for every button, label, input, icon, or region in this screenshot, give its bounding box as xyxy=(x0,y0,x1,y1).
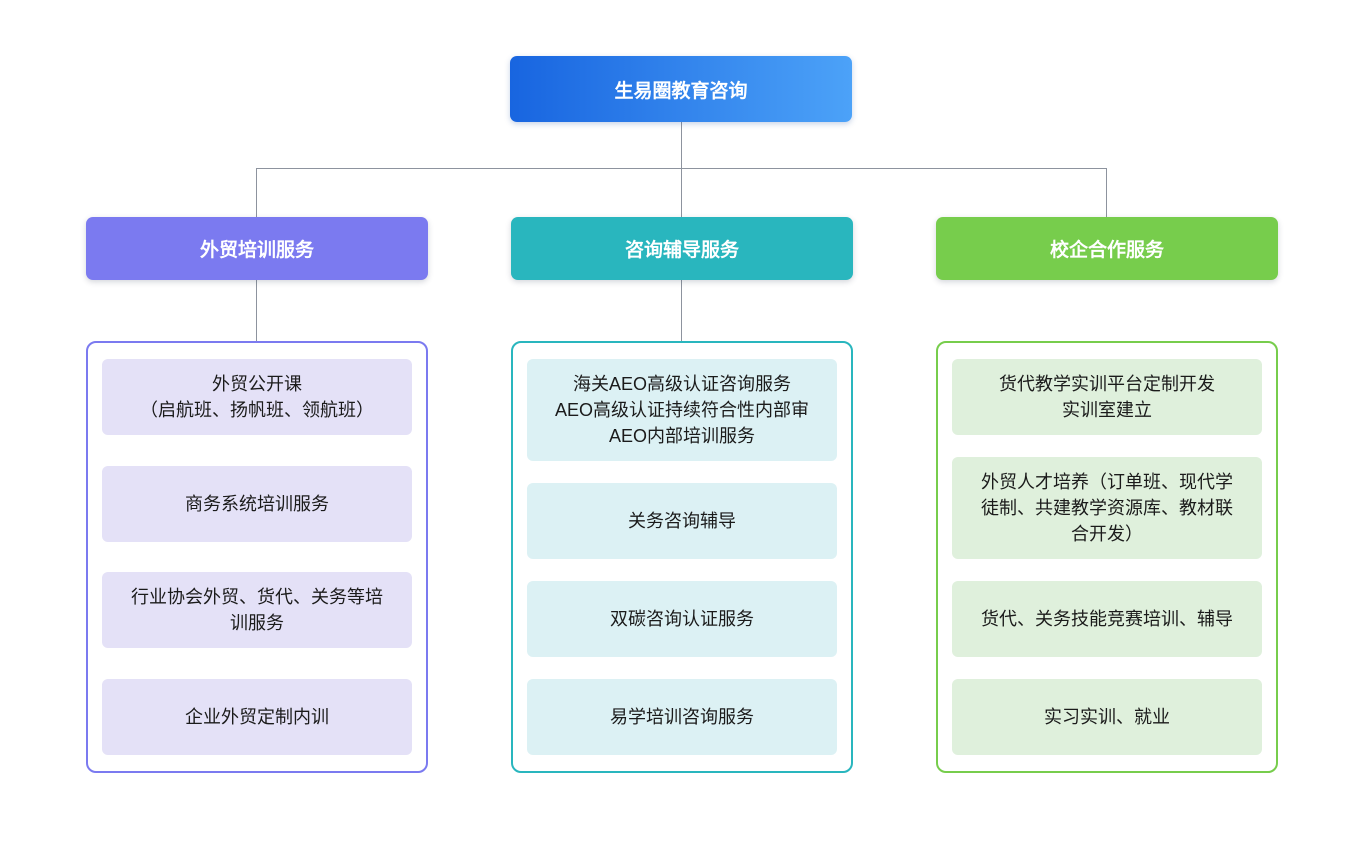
service-card: 海关AEO高级认证咨询服务 AEO高级认证持续符合性内部审 AEO内部培训服务 xyxy=(527,359,837,461)
service-card: 双碳咨询认证服务 xyxy=(527,581,837,657)
connector-left-header-to-body xyxy=(256,280,257,341)
service-card: 外贸公开课 （启航班、扬帆班、领航班） xyxy=(102,359,412,435)
service-card: 货代教学实训平台定制开发 实训室建立 xyxy=(952,359,1262,435)
service-card: 实习实训、就业 xyxy=(952,679,1262,755)
branch-body-school-enterprise-cooperation: 货代教学实训平台定制开发 实训室建立 外贸人才培养（订单班、现代学 徒制、共建教… xyxy=(936,341,1278,773)
branch-header-label: 校企合作服务 xyxy=(1049,240,1164,261)
connector-root-vertical xyxy=(681,122,682,168)
connector-drop-middle xyxy=(681,168,682,218)
connector-drop-left xyxy=(256,168,257,218)
branch-header-label: 外贸培训服务 xyxy=(199,240,314,261)
branch-header-foreign-trade-training: 外贸培训服务 xyxy=(86,217,428,280)
branch-header-school-enterprise-cooperation: 校企合作服务 xyxy=(936,217,1278,280)
service-card: 外贸人才培养（订单班、现代学 徒制、共建教学资源库、教材联 合开发） xyxy=(952,457,1262,559)
service-card: 行业协会外贸、货代、关务等培 训服务 xyxy=(102,572,412,649)
connector-middle-header-to-body xyxy=(681,280,682,341)
service-card: 易学培训咨询服务 xyxy=(527,679,837,755)
service-card: 货代、关务技能竞赛培训、辅导 xyxy=(952,581,1262,657)
branch-header-consulting-coaching: 咨询辅导服务 xyxy=(511,217,853,280)
branch-body-consulting-coaching: 海关AEO高级认证咨询服务 AEO高级认证持续符合性内部审 AEO内部培训服务 … xyxy=(511,341,853,773)
service-card: 关务咨询辅导 xyxy=(527,483,837,559)
service-card: 企业外贸定制内训 xyxy=(102,678,412,755)
branch-body-foreign-trade-training: 外贸公开课 （启航班、扬帆班、领航班） 商务系统培训服务 行业协会外贸、货代、关… xyxy=(86,341,428,773)
root-node-label: 生易圈教育咨询 xyxy=(614,80,748,102)
branch-header-label: 咨询辅导服务 xyxy=(624,240,739,261)
service-card: 商务系统培训服务 xyxy=(102,465,412,542)
connector-drop-right xyxy=(1106,168,1107,218)
root-node: 生易圈教育咨询 xyxy=(510,56,852,122)
